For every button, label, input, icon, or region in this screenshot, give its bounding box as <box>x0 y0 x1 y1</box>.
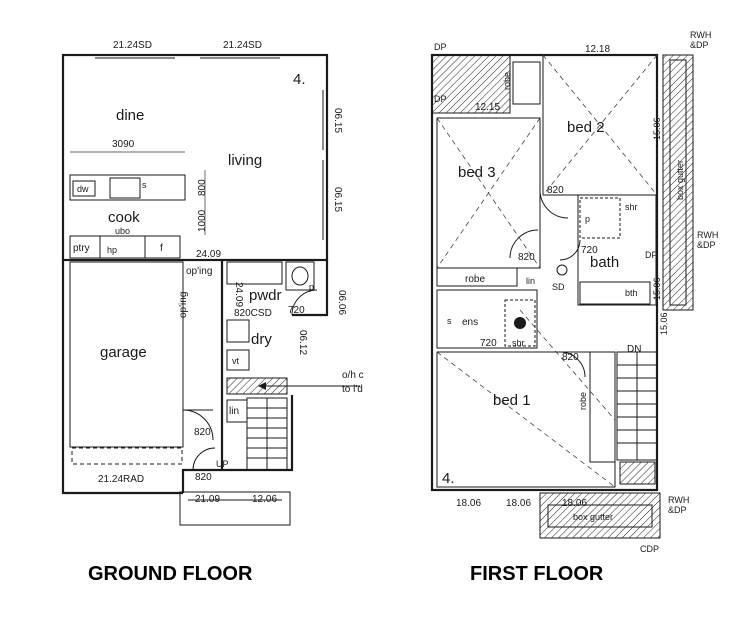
gf-hp: hp <box>107 245 117 255</box>
ff-shr2: shr <box>512 338 525 348</box>
gf-window-2109: 21.09 <box>195 494 220 505</box>
ff-p: p <box>585 214 590 224</box>
ff-shr: shr <box>625 202 638 212</box>
gf-window-2409-b: 24.09 <box>233 282 244 307</box>
ff-bth: bth <box>625 288 638 298</box>
ff-box-gutter-h-label: box gutter <box>573 512 613 522</box>
gf-oh-cupboard: o/h c <box>342 370 364 381</box>
gf-opening-b: op'ing <box>178 292 189 318</box>
gf-window-1206: 12.06 <box>252 494 277 505</box>
first-floor-plan: DP 12.18 RWH&DP robe DP 12.15 bed 2 bed … <box>430 30 718 554</box>
gf-door-820: 820 <box>194 427 211 438</box>
gf-linen: lin <box>229 406 239 417</box>
gf-door-820csd: 820CSD <box>234 308 272 319</box>
room-bath: bath <box>590 254 619 271</box>
ff-robe-bed1: robe <box>578 392 588 410</box>
gf-outer-wall-main <box>61 53 329 262</box>
ff-dim-1218: 12.18 <box>585 44 610 55</box>
ff-corner-mark: 4. <box>442 470 455 487</box>
ff-door-820a: 820 <box>547 185 564 196</box>
ff-window-1506c: 15.06 <box>659 312 669 335</box>
ff-window-1506a: 15.06 <box>652 117 662 140</box>
ff-stairs <box>616 351 658 461</box>
ff-robe-bed2: robe <box>502 72 512 90</box>
room-dine: dine <box>116 107 144 124</box>
ff-dp-bath: DP <box>645 250 658 260</box>
gf-fridge: f <box>160 243 163 254</box>
gf-stairs <box>246 397 288 471</box>
ff-sink: s <box>447 316 452 326</box>
room-ens: ens <box>462 317 478 328</box>
gf-outer-wall-lower <box>61 260 183 495</box>
ff-box-gutter-v-label: box gutter <box>675 160 685 200</box>
gf-dw: dw <box>77 184 89 194</box>
room-garage: garage <box>100 344 147 361</box>
ff-rwh-dp-top: RWH&DP <box>690 30 711 50</box>
ff-robe-bed3: robe <box>465 274 485 285</box>
ff-box-gutter-vertical <box>662 54 694 311</box>
gf-pantry: ptry <box>73 243 90 254</box>
ff-window-1806b: 18.06 <box>506 498 531 509</box>
ff-door-720a: 720 <box>581 245 598 256</box>
room-bed3: bed 3 <box>458 164 496 181</box>
gf-door-820b: 820 <box>195 472 212 483</box>
ff-dim-1215: 12.15 <box>475 102 500 113</box>
gf-dim-800: 800 <box>197 179 208 196</box>
gf-garage-door: 21.24RAD <box>98 474 144 485</box>
first-floor-caption: FIRST FLOOR <box>470 563 604 585</box>
gf-sink: s <box>142 180 147 190</box>
gf-vt: vt <box>232 356 240 366</box>
ff-cdp: CDP <box>640 544 659 554</box>
room-living: living <box>228 152 262 169</box>
gf-up: UP <box>216 459 229 469</box>
ff-down: DN <box>627 344 641 355</box>
ff-window-1806a: 18.06 <box>456 498 481 509</box>
gf-dim-1000: 1000 <box>197 209 208 232</box>
gf-window-right-2: 06.15 <box>332 187 343 212</box>
room-bed1: bed 1 <box>493 392 531 409</box>
ff-linen: lin <box>526 276 535 286</box>
gf-opening-a: op'ing <box>186 266 212 277</box>
ff-outer-wall <box>430 53 659 492</box>
gf-to-ld: to l'd <box>342 384 363 395</box>
gf-window-top-right: 21.24SD <box>223 40 262 51</box>
room-dry: dry <box>251 331 272 348</box>
gf-door-720: 720 <box>288 305 305 316</box>
ground-floor-caption: GROUND FLOOR <box>88 563 253 585</box>
ff-dp-mid: DP <box>434 94 447 104</box>
gf-corner-mark: 4. <box>293 71 306 88</box>
room-bed2: bed 2 <box>567 119 605 136</box>
ff-box-gutter-horizontal <box>539 492 661 539</box>
ff-door-820c: 820 <box>562 352 579 363</box>
gf-window-0606: 06.06 <box>336 290 347 315</box>
room-cook: cook <box>108 209 140 226</box>
ff-dp-top: DP <box>434 42 447 52</box>
room-pwdr: pwdr <box>249 287 282 304</box>
ff-window-1806c: 18.06 <box>562 498 587 509</box>
gf-window-0612: 06.12 <box>297 330 308 355</box>
ff-smoke-detector: SD <box>552 282 565 292</box>
ff-rwh-dp-mid: RWH&DP <box>697 230 718 250</box>
gf-window-top-left: 21.24SD <box>113 40 152 51</box>
ground-floor-plan: 21.24SD 21.24SD 4. dine 3090 living 06.1… <box>61 40 364 526</box>
ff-rwh-dp-bot: RWH&DP <box>668 495 689 515</box>
ff-window-1506b: 15.06 <box>652 277 662 300</box>
gf-window-2409-a: 24.09 <box>196 249 221 260</box>
ff-door-820b: 820 <box>518 252 535 263</box>
gf-p: p <box>309 282 314 292</box>
ff-door-720b: 720 <box>480 338 497 349</box>
gf-dim-3090: 3090 <box>112 139 135 150</box>
gf-window-right-1: 06.15 <box>332 108 343 133</box>
gf-ubo: ubo <box>115 226 130 236</box>
